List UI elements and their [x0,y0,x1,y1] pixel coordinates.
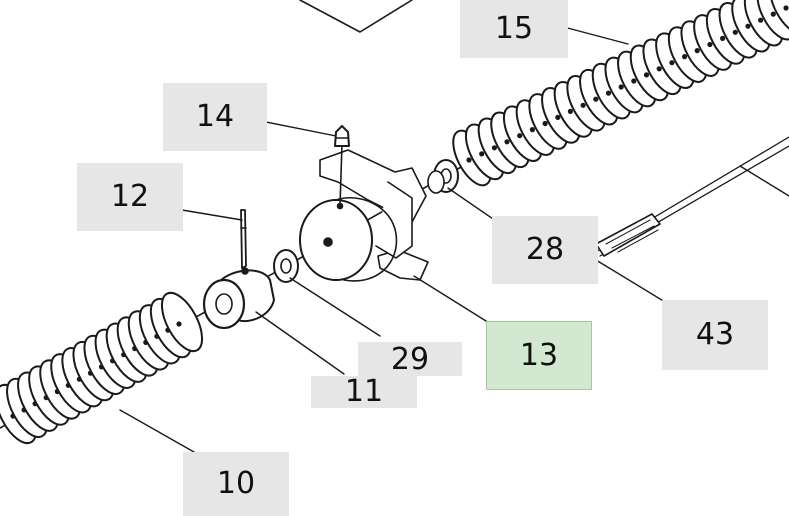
callout-15-label: 15 [494,11,534,46]
collar-11-dot [241,267,249,275]
spring-15-coil-mark [529,127,536,133]
spring-15-coil-mark [593,96,599,102]
callout-29-label: 29 [390,342,430,377]
washer-29 [273,249,299,283]
callout-29[interactable]: 29 [358,342,462,376]
top-panel-edge [299,0,413,33]
callout-12-label: 12 [110,179,150,214]
spring-15-coil-mark [707,41,713,48]
callout-10-label: 10 [216,466,256,501]
callout-14[interactable]: 14 [163,83,267,151]
leader-11 [255,311,345,375]
spring-15-coil [769,0,789,35]
rod-end-hatch [605,219,659,253]
spring-15-coil-mark [605,90,612,96]
spring-15-coil-mark [719,35,726,42]
callout-28-label: 28 [525,232,565,267]
callout-13-label: 13 [519,337,559,373]
spring-15-coil-mark [732,29,738,35]
spring-15-coil-mark [669,60,675,66]
spring-15-coil-mark [757,17,764,23]
callout-10[interactable]: 10 [183,452,289,516]
spring-15-coil-mark [770,11,776,17]
spring-15-coil-mark [656,66,662,72]
spring-15-coil-mark [783,5,789,11]
spring-10-coil [160,291,204,353]
bracket-13-side [375,181,413,259]
pin-12 [240,209,247,269]
washer-29-inner [280,258,292,274]
callout-28[interactable]: 28 [492,216,598,284]
spring-15-coil-mark [479,151,485,157]
leader-43-rod [739,165,789,197]
bracket-13-lower-plate [377,249,429,281]
callout-43[interactable]: 43 [662,300,768,370]
collar-11-bore [215,293,233,315]
spring-10-coil-mark [176,321,182,327]
spring-15-coil-mark [491,145,498,151]
spring-15-coil-mark [580,102,586,108]
callout-11[interactable]: 11 [311,376,417,408]
collar-11-face [202,278,246,330]
spring-15-coil-mark [694,47,700,54]
spring-15-coil-mark [504,139,510,145]
spring-15-coil-mark [681,53,688,60]
leader-10 [119,409,209,461]
spring-15-coil-mark [643,72,650,78]
spring-15-coil-mark [542,120,548,127]
callout-14-label: 14 [195,99,235,134]
leader-13 [413,275,495,327]
spring-15-coil-mark [631,78,637,84]
rod-end [595,213,661,257]
spring-15-coil-mark [618,84,624,90]
screw-14-head [334,125,350,147]
screw-14-shaft [339,143,343,207]
callout-43-label: 43 [695,317,735,352]
bracket-13-drum-body [335,196,398,282]
leader-29 [289,277,381,337]
callout-11-label: 11 [344,374,384,409]
callout-12[interactable]: 12 [77,163,183,231]
bracket-13-drum [299,199,373,281]
spring-15-coil-mark [567,108,574,114]
spring-15-coil-mark [745,23,751,29]
spring-15 [452,0,789,187]
callout-13[interactable]: 13 [486,321,592,390]
callout-15[interactable]: 15 [460,0,568,58]
bracket-13-hole [323,237,333,247]
washer-28b [427,170,445,194]
spring-15-coil-mark [555,114,561,120]
spring-15-coil-mark [517,133,523,139]
spring-15-coil-mark [466,157,472,163]
spring-10 [0,291,204,445]
